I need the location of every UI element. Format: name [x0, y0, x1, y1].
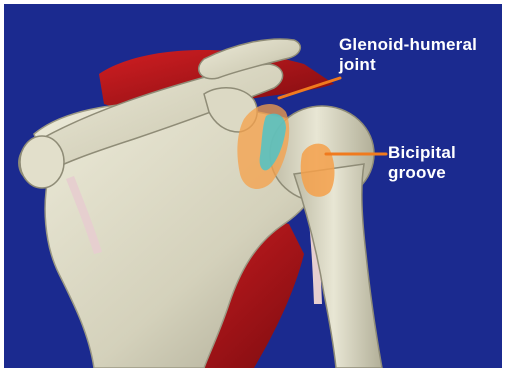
label-bicipital-groove: Bicipital groove — [388, 143, 498, 183]
acromion-tip — [20, 136, 64, 188]
label-glenoid-humeral-joint: Glenoid-humeral joint — [339, 35, 504, 75]
bicipital-groove-highlight — [301, 144, 335, 197]
